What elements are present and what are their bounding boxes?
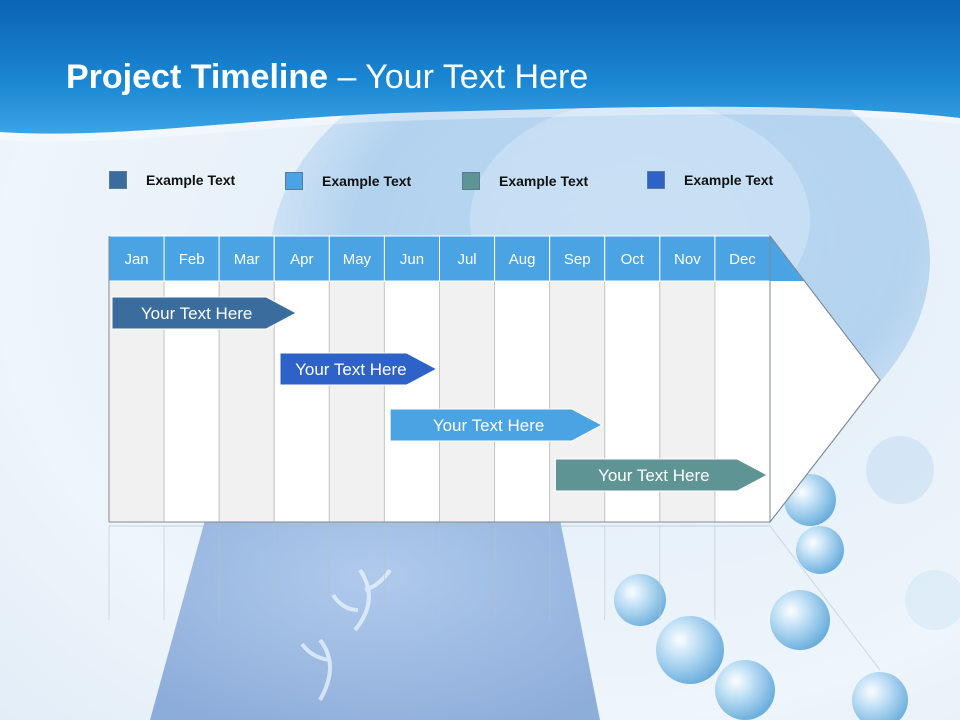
task-label: Your Text Here	[433, 416, 545, 435]
reflection-diagonal	[769, 525, 881, 671]
task-label: Your Text Here	[598, 466, 710, 485]
month-header-cell	[383, 235, 440, 282]
legend: Example Text Example Text Example Text E…	[0, 0, 960, 200]
month-column	[328, 280, 385, 523]
task-arrow	[279, 352, 438, 386]
month-header-cell	[328, 235, 385, 282]
month-label: Oct	[621, 251, 645, 268]
task-bar: Your Text Here	[389, 408, 604, 442]
month-header-cell	[108, 235, 165, 282]
legend-label: Example Text	[499, 173, 589, 189]
legend-label: Example Text	[322, 173, 412, 189]
task-arrow	[554, 458, 769, 492]
task-bar: Your Text Here	[279, 352, 438, 386]
month-label: Aug	[509, 251, 536, 268]
month-header-cell	[163, 235, 220, 282]
month-label: Jul	[457, 251, 476, 268]
month-column	[273, 280, 330, 523]
title-bold: Project Timeline	[66, 58, 329, 96]
legend-swatch	[109, 171, 127, 189]
title-rest: – Your Text Here	[328, 58, 589, 96]
month-header-cell	[439, 235, 496, 282]
month-header-cell	[714, 235, 771, 282]
month-label: Dec	[729, 251, 756, 268]
month-label: Feb	[179, 251, 205, 268]
legend-swatch	[462, 172, 480, 190]
timeline-arrow-outline	[769, 234, 881, 524]
month-column	[494, 280, 551, 523]
month-column	[439, 280, 496, 523]
task-arrow	[111, 296, 298, 330]
task-label: Your Text Here	[295, 360, 407, 379]
task-bar: Your Text Here	[554, 458, 769, 492]
legend-swatch	[285, 172, 303, 190]
month-header: Jan Feb Mar Apr May Jun Jul Aug Sep Oct Nov Dec	[108, 235, 771, 282]
task-arrow	[389, 408, 604, 442]
month-header-cell	[549, 235, 606, 282]
month-header-cell	[604, 235, 661, 282]
month-label: Jun	[400, 251, 424, 268]
legend-label: Example Text	[684, 172, 774, 188]
month-label: Sep	[564, 251, 591, 268]
month-column	[383, 280, 440, 523]
month-header-cell	[659, 235, 716, 282]
legend-swatch	[647, 171, 665, 189]
month-label: Nov	[674, 251, 701, 268]
month-label: Mar	[234, 251, 260, 268]
month-header-cell	[218, 235, 275, 282]
month-header-cell	[273, 235, 330, 282]
month-label: Jan	[124, 251, 148, 268]
task-label: Your Text Here	[141, 304, 253, 323]
slide-title: Project Timeline – Your Text Here	[66, 58, 588, 97]
month-label: May	[343, 251, 372, 268]
legend-label: Example Text	[146, 172, 236, 188]
task-bar: Your Text Here	[111, 296, 298, 330]
month-label: Apr	[290, 251, 313, 268]
